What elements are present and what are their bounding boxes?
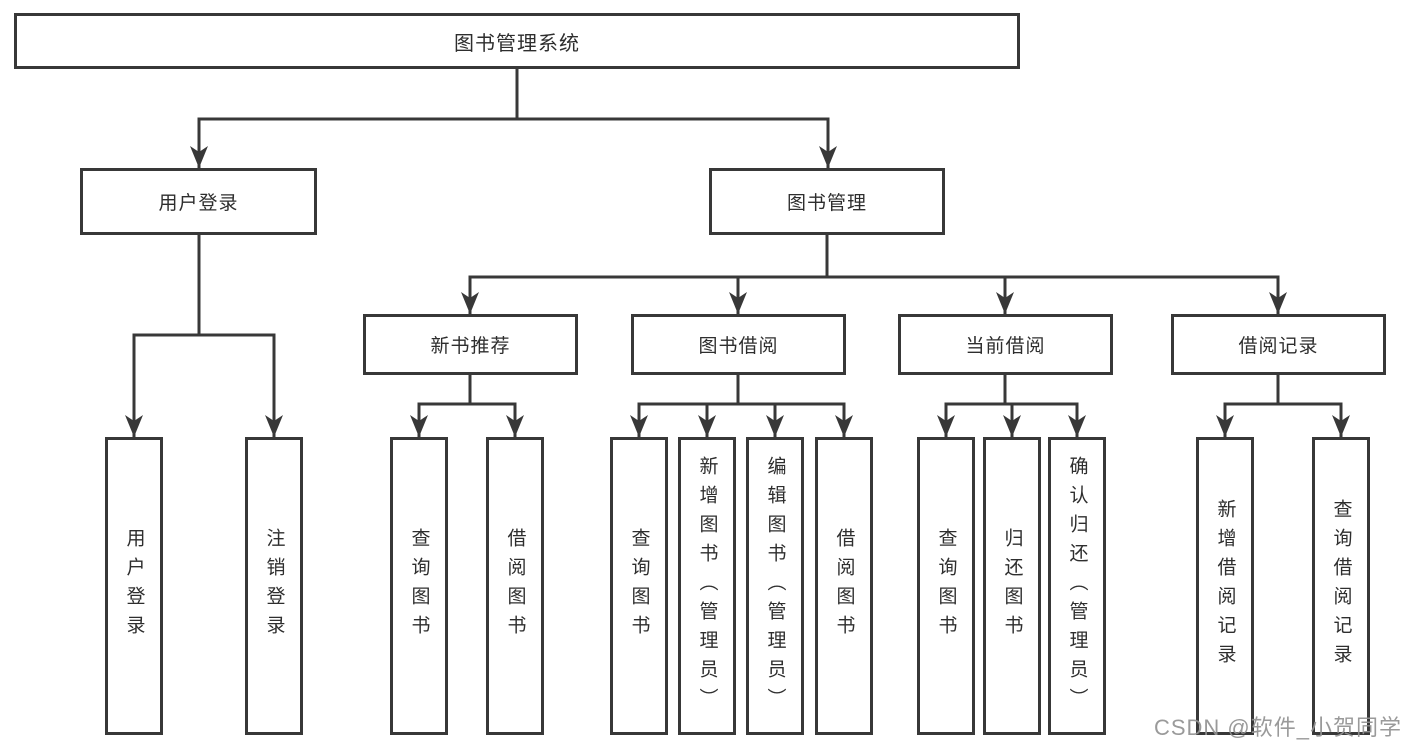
leaf-add-book-admin: 新增图书（管理员） [678,437,736,735]
leaf-add-borrow-record: 新增借阅记录 [1196,437,1254,735]
leaf-borrow-books-recommend: 借阅图书 [486,437,544,735]
arrow-down-icons [125,146,1350,437]
node-user-login: 用户登录 [80,168,317,235]
csdn-watermark: CSDN @软件_小贺同学 [1153,715,1402,740]
node-new-book-recommend: 新书推荐 [363,314,578,375]
leaf-borrow-books-borrowing: 借阅图书 [815,437,873,735]
leaf-confirm-return-admin: 确认归还（管理员） [1048,437,1106,735]
leaf-user-login: 用户登录 [105,437,163,735]
leaf-logout: 注销登录 [245,437,303,735]
node-current-borrowing: 当前借阅 [898,314,1113,375]
leaf-query-books-borrowing: 查询图书 [610,437,668,735]
connector-lines [132,69,1343,437]
leaf-query-books-recommend: 查询图书 [390,437,448,735]
node-book-management: 图书管理 [709,168,945,235]
leaf-query-books-current: 查询图书 [917,437,975,735]
leaf-query-borrow-record: 查询借阅记录 [1312,437,1370,735]
node-borrow-records: 借阅记录 [1171,314,1386,375]
leaf-edit-book-admin: 编辑图书（管理员） [746,437,804,735]
node-book-borrowing: 图书借阅 [631,314,846,375]
node-root-system: 图书管理系统 [14,13,1020,69]
leaf-return-book: 归还图书 [983,437,1041,735]
